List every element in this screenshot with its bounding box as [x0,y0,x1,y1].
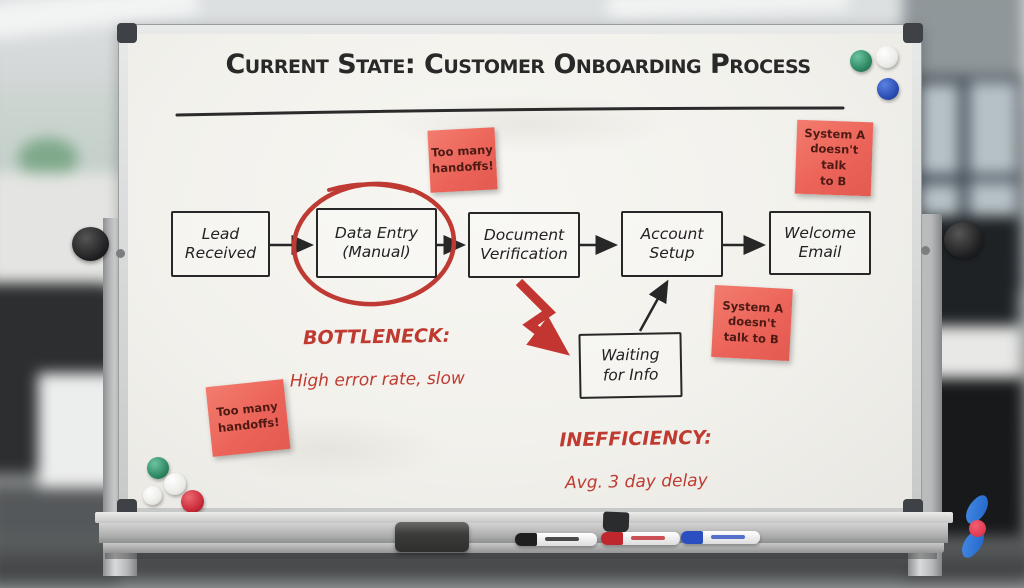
tray-edge [103,543,944,553]
magnet-white [143,486,162,505]
flow-box-label: Data Entry (Manual) [334,223,419,261]
inefficiency-detail: Avg. 3 day delay [564,470,708,494]
flow-box-label: Account Setup [640,224,704,262]
sticky-note-too-many-handoffs-top: Too many handoffs! [427,127,498,193]
sticky-note-system-a-mid-right: System A doesn't talk to B [711,285,793,361]
marker-cap [681,531,703,544]
magnet-blue [877,78,899,100]
flow-box-label: Waiting for Info [600,345,660,384]
whiteboard: Current State: Customer Onboarding Proce… [117,23,923,519]
sticky-note-text: System A doesn't talk to B [722,298,784,347]
marker-label [631,536,665,540]
marker-label [711,535,745,539]
magnet-green [147,457,169,479]
sticky-note-text: Too many handoffs! [215,399,281,436]
magnet-white [164,473,186,495]
flow-box-waiting-for-info: Waiting for Info [578,332,683,399]
tray-clip [602,511,630,533]
bottleneck-detail: High error rate, slow [289,368,466,392]
bottleneck-heading: BOTTLENECK: [302,324,451,350]
sticky-note-too-many-handoffs-bottom: Too many handoffs! [205,379,291,457]
window-pane [919,84,959,174]
flow-box-label: Document Verification [480,225,568,263]
sticky-note-text: System A doesn't talk to B [804,125,866,188]
magnet-green [850,50,872,72]
flow-box-document-verification: Document Verification [468,212,580,278]
flow-box-lead-received: Lead Received [171,211,270,277]
flow-box-welcome-email: Welcome Email [769,211,871,275]
frame-corner-cap [117,23,137,43]
plant [18,138,78,178]
magnet-red [181,490,204,513]
flow-box-label: Lead Received [184,224,257,262]
easel-knob-right [944,222,983,258]
inefficiency-heading: INEFFICIENCY: [559,426,713,452]
flow-box-data-entry: Data Entry (Manual) [316,208,437,278]
marker-cap [601,532,623,545]
screw [921,246,930,255]
flow-box-label: Welcome Email [784,223,856,261]
bottleneck-annotation: BOTTLENECK: High error rate, slow [276,305,478,410]
inefficiency-annotation: INEFFICIENCY: Avg. 3 day delay [546,407,726,512]
frame-corner-cap [903,23,923,43]
tray-lip [95,512,953,523]
blue-marker [681,531,760,544]
logo-red-dot [969,520,986,537]
marker-cap [515,533,537,546]
hand-drawn-strokes [175,106,845,356]
sticky-note-system-a-top-right: System A doesn't talk to B [794,119,874,197]
whiteboard-eraser [395,522,469,552]
brand-logo-icon [950,492,1008,562]
marker-tray [95,511,953,559]
easel-knob-left [72,227,109,261]
marker-label [545,537,579,541]
sticky-note-text: Too many handoffs! [430,142,495,176]
red-marker [601,532,680,545]
screw [116,249,125,258]
window-pane [969,82,1017,174]
magnet-white [876,46,898,68]
tray-shadow [105,553,938,559]
flow-box-account-setup: Account Setup [621,211,723,277]
black-marker [515,533,597,546]
board-title: Current State: Customer Onboarding Proce… [225,49,811,80]
